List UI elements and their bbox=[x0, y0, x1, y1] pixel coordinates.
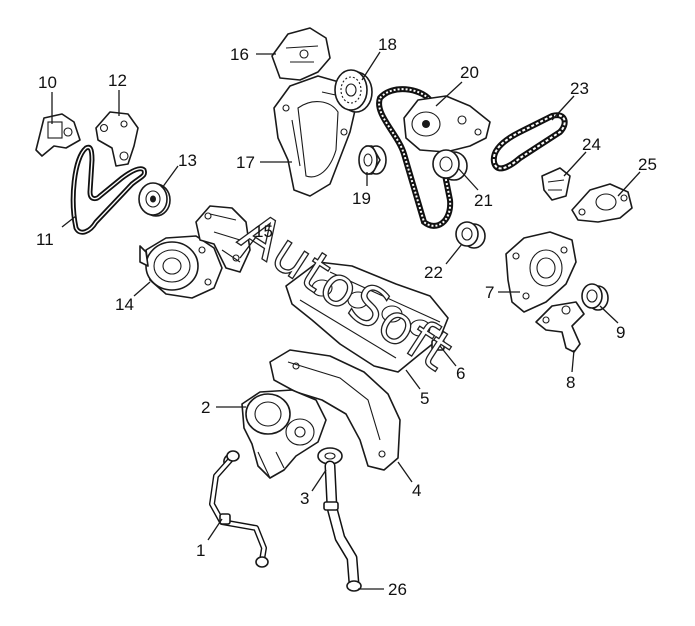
callout-26: 26 bbox=[388, 580, 407, 599]
callout-9: 9 bbox=[616, 323, 625, 342]
callout-11: 11 bbox=[36, 230, 54, 249]
callout-18: 18 bbox=[378, 35, 397, 54]
part-18-cam-pulley bbox=[334, 69, 373, 113]
callout-labels: 1 2 3 4 5 6 7 8 9 10 11 12 13 14 15 16 1… bbox=[36, 35, 657, 599]
part-16-cover bbox=[271, 27, 331, 81]
part-23-ribbed-belt bbox=[490, 112, 568, 172]
callout-4: 4 bbox=[412, 481, 421, 500]
callout-22: 22 bbox=[424, 263, 443, 282]
part-26-oil-return-pipe bbox=[323, 460, 362, 592]
part-5-manifold bbox=[285, 261, 449, 373]
callout-7: 7 bbox=[485, 283, 494, 302]
callout-20: 20 bbox=[460, 63, 479, 82]
part-7-rear-plate bbox=[505, 231, 577, 313]
callout-6: 6 bbox=[456, 364, 465, 383]
part-8-sensor bbox=[535, 301, 585, 353]
callout-3: 3 bbox=[300, 489, 309, 508]
callout-21: 21 bbox=[474, 191, 493, 210]
part-1-oil-pipe bbox=[209, 450, 269, 568]
callout-5: 5 bbox=[420, 389, 429, 408]
callout-12: 12 bbox=[108, 71, 127, 90]
callout-10: 10 bbox=[38, 73, 57, 92]
leader-lines bbox=[51, 51, 641, 590]
part-17-housing bbox=[273, 75, 357, 197]
part-11-belt bbox=[70, 144, 147, 235]
part-22-roller bbox=[455, 221, 486, 249]
part-19-roller bbox=[358, 145, 387, 175]
callout-8: 8 bbox=[566, 373, 575, 392]
callout-13: 13 bbox=[178, 151, 197, 170]
callout-17: 17 bbox=[236, 153, 255, 172]
part-15-bracket bbox=[195, 205, 251, 273]
part-13-pulley bbox=[138, 182, 171, 217]
part-2-turbocharger bbox=[241, 389, 327, 479]
callout-19: 19 bbox=[352, 189, 371, 208]
callout-24: 24 bbox=[582, 135, 601, 154]
callout-2: 2 bbox=[201, 398, 210, 417]
callout-23: 23 bbox=[570, 79, 589, 98]
part-12-bracket bbox=[95, 111, 139, 167]
part-9-plug bbox=[581, 283, 609, 311]
callout-14: 14 bbox=[115, 295, 134, 314]
callout-16: 16 bbox=[230, 45, 249, 64]
callout-1: 1 bbox=[196, 541, 205, 560]
part-20-timing-belt bbox=[376, 86, 491, 229]
callout-25: 25 bbox=[638, 155, 657, 174]
part-25-housing bbox=[571, 183, 633, 223]
part-14-water-pump bbox=[139, 235, 223, 299]
part-21-crank-pulley bbox=[432, 149, 468, 181]
callout-15: 15 bbox=[254, 222, 273, 241]
part-24-clip bbox=[541, 167, 571, 201]
part-10-mount bbox=[35, 113, 81, 157]
